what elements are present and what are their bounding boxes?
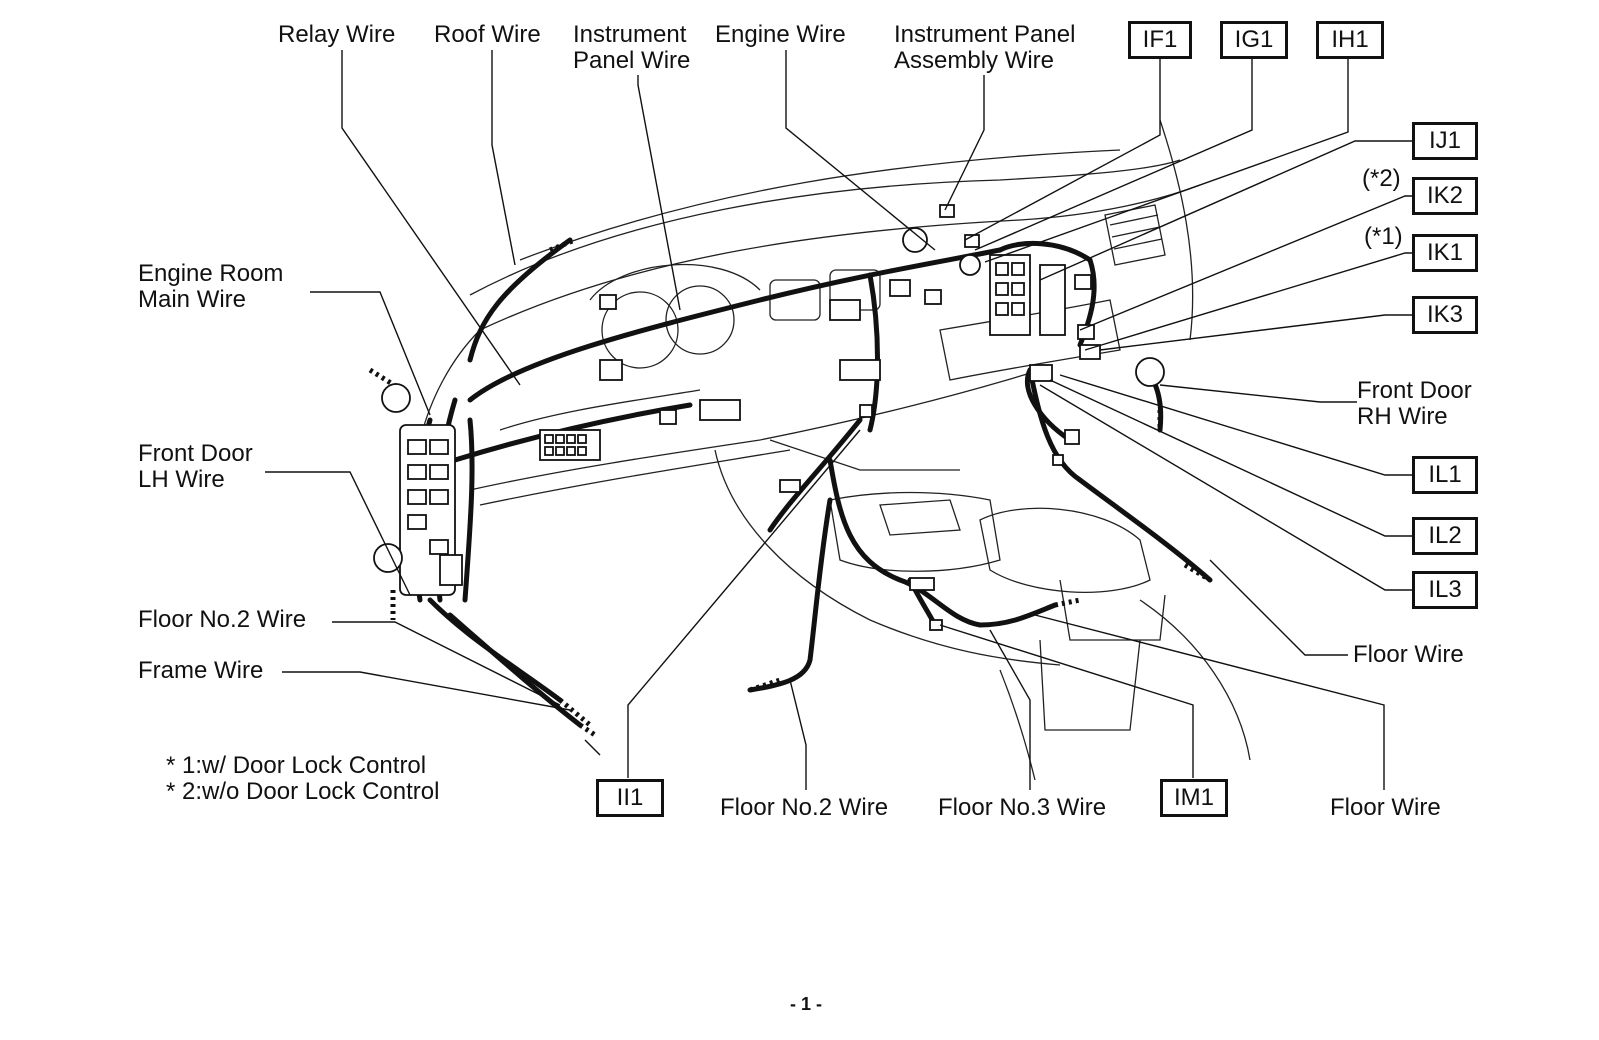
roof-wire-label: Roof Wire bbox=[434, 21, 541, 48]
connector-ik1: IK1 bbox=[1412, 234, 1478, 272]
instrument-panel-assembly-wire-label-line1: Instrument Panel bbox=[894, 21, 1076, 48]
instrument-panel-wire-label-line1: Instrument bbox=[573, 21, 687, 48]
connector-ii1: II1 bbox=[596, 779, 664, 817]
front-door-rh-wire-label-line2: RH Wire bbox=[1357, 403, 1448, 430]
floor-no2-wire-bottom-label: Floor No.2 Wire bbox=[720, 794, 889, 821]
floor-wire-bottom-label: Floor Wire bbox=[1330, 794, 1441, 821]
floor-no3-wire-label: Floor No.3 Wire bbox=[938, 794, 1107, 821]
connector-ig1: IG1 bbox=[1220, 21, 1288, 59]
engine-room-main-wire-label: Engine Room Main Wire bbox=[138, 261, 283, 313]
ik2-qualifier: (*2) bbox=[1362, 165, 1401, 192]
front-door-lh-wire-label-line1: Front Door bbox=[138, 440, 253, 467]
connector-il2: IL2 bbox=[1412, 517, 1478, 555]
connector-ik3: IK3 bbox=[1412, 296, 1478, 334]
instrument-panel-wire-label-line2: Panel Wire bbox=[573, 47, 691, 74]
footnote-1: * 1:w/ Door Lock Control bbox=[166, 752, 427, 779]
connector-ik2: IK2 bbox=[1412, 177, 1478, 215]
floor-wire-right-label: Floor Wire bbox=[1353, 641, 1464, 668]
connector-ij1: IJ1 bbox=[1412, 122, 1478, 160]
page-number: - 1 - bbox=[790, 994, 823, 1014]
connector-il3: IL3 bbox=[1412, 571, 1478, 609]
floor-no2-wire-left-label: Floor No.2 Wire bbox=[138, 606, 307, 633]
front-door-rh-wire-label: Front Door RH Wire bbox=[1357, 378, 1472, 430]
ik1-qualifier: (*1) bbox=[1364, 223, 1403, 250]
connector-ih1: IH1 bbox=[1316, 21, 1384, 59]
harness-dashes bbox=[368, 237, 1212, 738]
engine-room-main-wire-label-line2: Main Wire bbox=[138, 286, 247, 313]
front-door-lh-wire-label-line2: LH Wire bbox=[138, 466, 225, 493]
footnote-2: * 2:w/o Door Lock Control bbox=[166, 778, 440, 805]
connector-il1: IL1 bbox=[1412, 456, 1478, 494]
engine-wire-label: Engine Wire bbox=[715, 21, 846, 48]
relay-wire-label: Relay Wire bbox=[278, 21, 396, 48]
connector-if1: IF1 bbox=[1128, 21, 1192, 59]
connector-im1: IM1 bbox=[1160, 779, 1228, 817]
connector-blocks bbox=[373, 204, 1165, 631]
instrument-panel-assembly-wire-label: Instrument Panel Assembly Wire bbox=[894, 22, 1075, 74]
leader-lines bbox=[265, 50, 1415, 790]
instrument-panel-wire-label: Instrument Panel Wire bbox=[573, 22, 690, 74]
engine-room-main-wire-label-line1: Engine Room bbox=[138, 260, 284, 287]
harness-bundles bbox=[412, 237, 1213, 728]
instrument-panel-assembly-wire-label-line2: Assembly Wire bbox=[894, 47, 1055, 74]
front-door-lh-wire-label: Front Door LH Wire bbox=[138, 441, 253, 493]
front-door-rh-wire-label-line1: Front Door bbox=[1357, 377, 1472, 404]
frame-wire-label: Frame Wire bbox=[138, 657, 264, 684]
